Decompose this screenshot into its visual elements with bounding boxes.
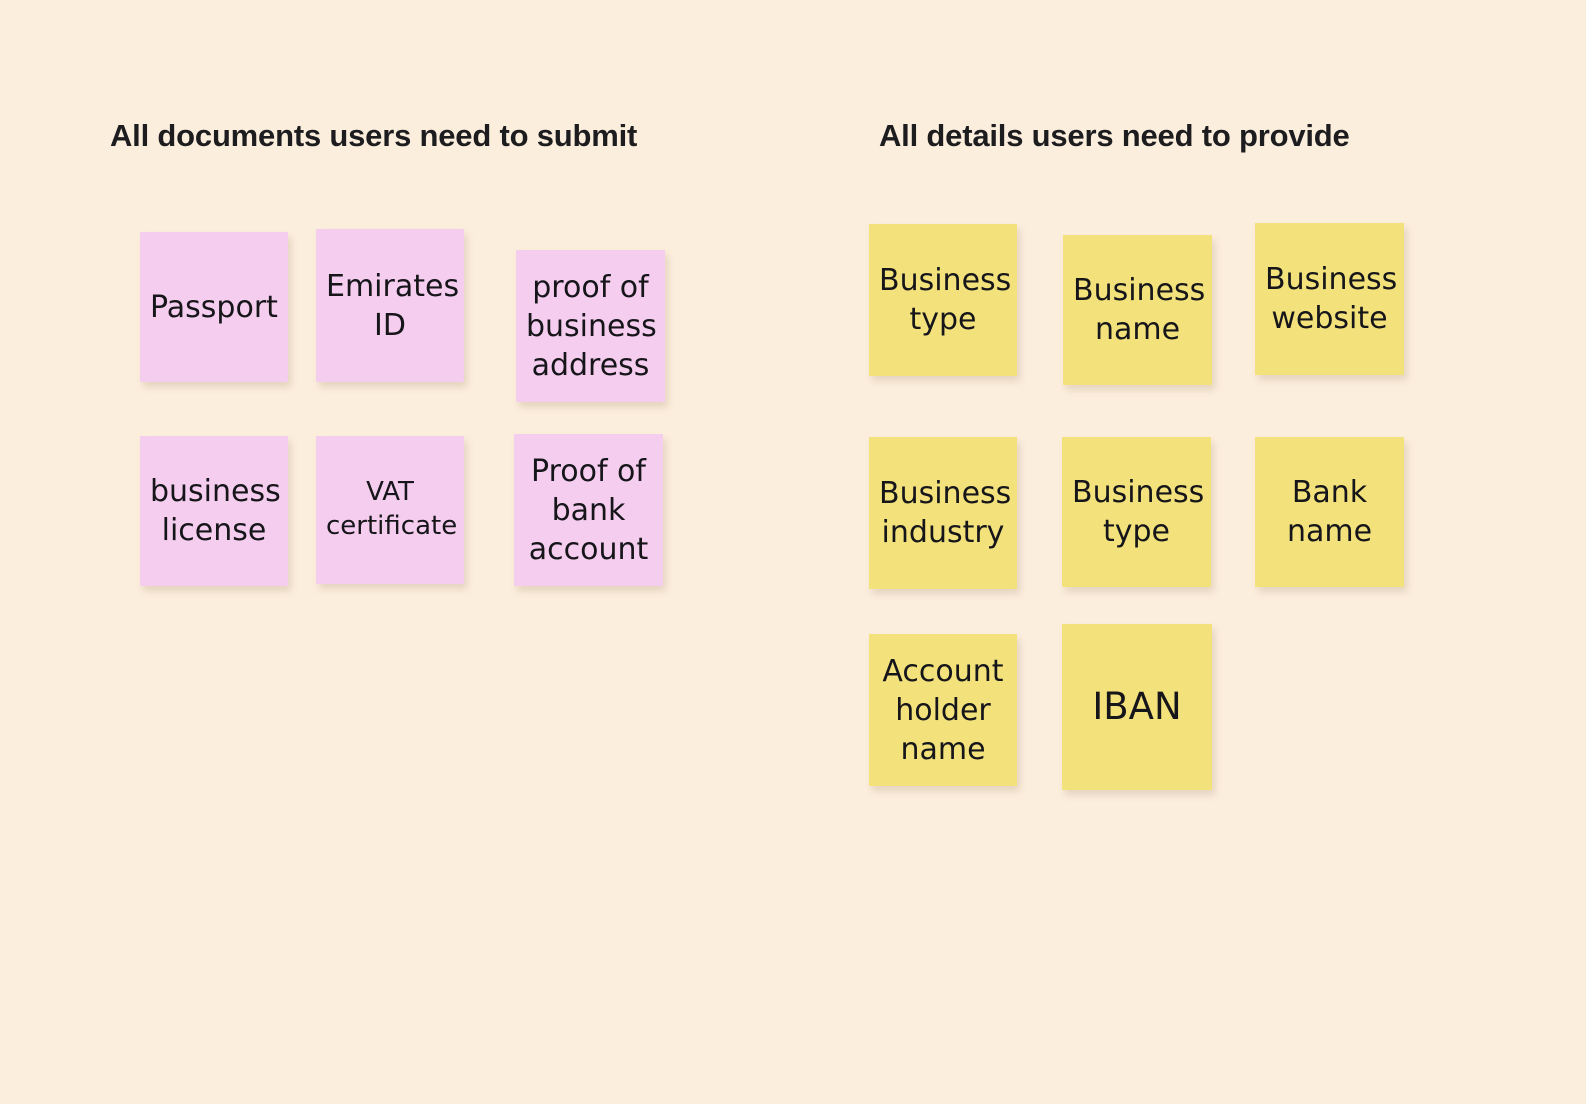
sticky-note[interactable]: Emirates ID	[316, 229, 464, 382]
sticky-note[interactable]: Bank name	[1255, 437, 1404, 587]
detail-note-label: Business type	[879, 263, 1012, 337]
sticky-note[interactable]: Account holder name	[869, 634, 1017, 786]
sticky-note[interactable]: Business type	[1062, 437, 1211, 587]
detail-note-label: Bank name	[1286, 475, 1373, 549]
detail-note-label: Business name	[1073, 273, 1206, 347]
document-note-label: Proof of bank account	[528, 453, 649, 567]
document-note-label: VAT certificate	[326, 477, 458, 541]
detail-note-label: IBAN	[1092, 684, 1182, 728]
document-note-label: Emirates ID	[326, 268, 460, 343]
sticky-note[interactable]: proof of business address	[516, 250, 665, 402]
detail-note-label: Business website	[1265, 262, 1398, 336]
detail-note-label: Account holder name	[882, 653, 1004, 767]
sticky-note[interactable]: Business name	[1063, 235, 1212, 385]
section-title-details: All details users need to provide	[879, 118, 1350, 153]
sticky-note[interactable]: Business website	[1255, 223, 1404, 375]
document-note-label: Passport	[150, 289, 278, 325]
sticky-note[interactable]: Business industry	[869, 437, 1017, 589]
sticky-note[interactable]: Business type	[869, 224, 1017, 376]
detail-note-label: Business type	[1072, 475, 1205, 549]
document-note-label: proof of business address	[526, 269, 657, 383]
document-note-label: business license	[150, 474, 281, 548]
detail-note-label: Business industry	[879, 476, 1012, 550]
section-title-documents: All documents users need to submit	[110, 118, 638, 153]
sticky-note[interactable]: VAT certificate	[316, 436, 464, 584]
sticky-note[interactable]: Passport	[140, 232, 288, 382]
sticky-note[interactable]: IBAN	[1062, 624, 1212, 790]
sticky-note[interactable]: Proof of bank account	[514, 434, 663, 586]
sticky-note[interactable]: business license	[140, 436, 288, 586]
